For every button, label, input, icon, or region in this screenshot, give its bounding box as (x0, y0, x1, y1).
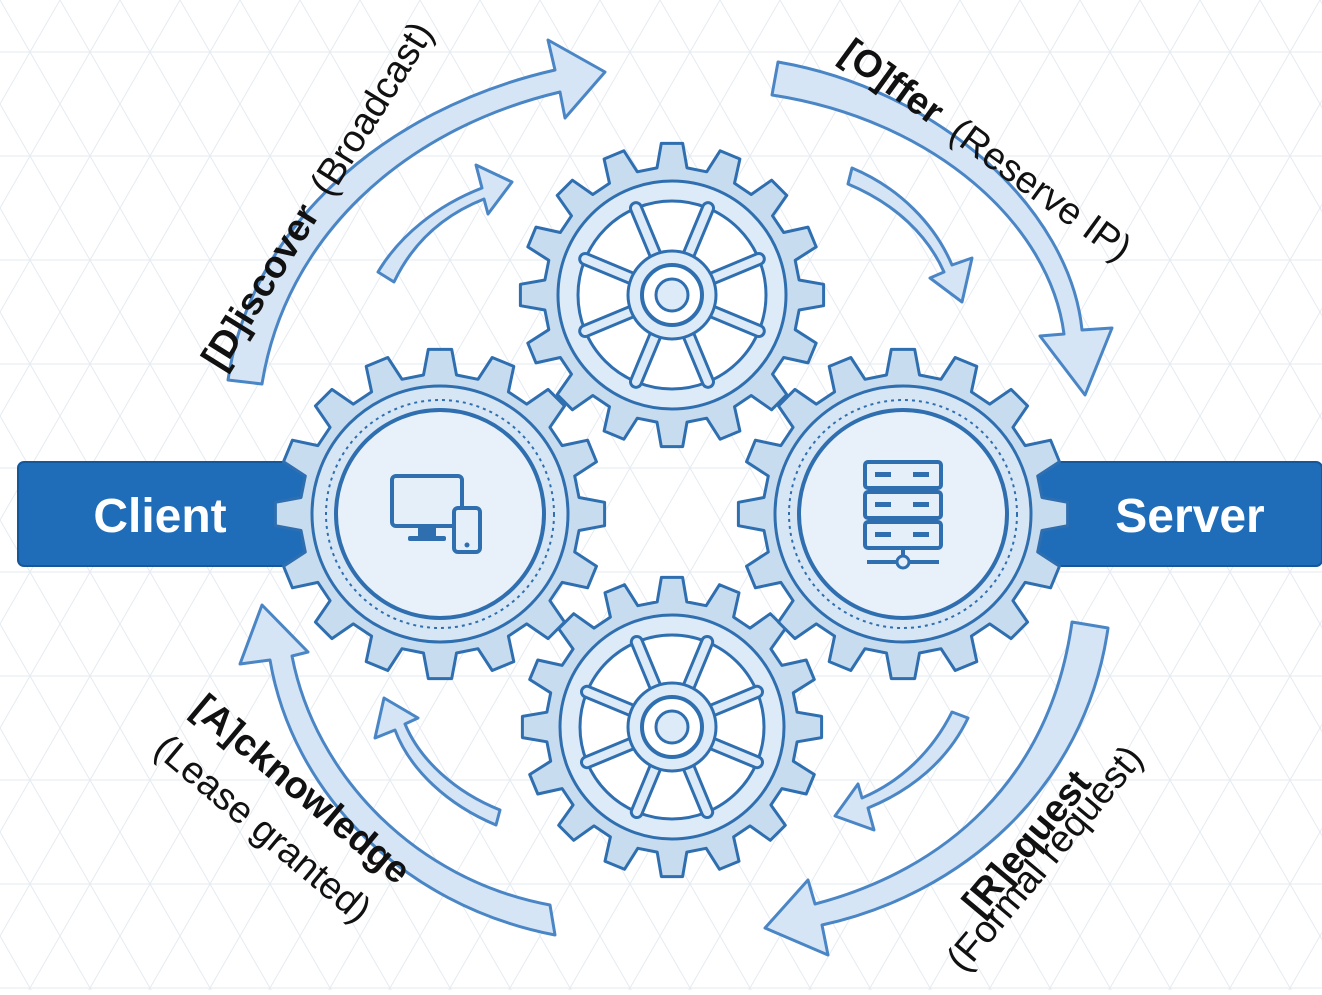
gears (273, 141, 1070, 879)
client-band: Client (17, 461, 319, 567)
devices-icon (390, 474, 482, 554)
server-rack-icon (863, 460, 943, 570)
gear-bottom-icon (520, 575, 824, 879)
arrow-offer-inner (846, 166, 974, 304)
arrow-request-inner (833, 710, 970, 832)
gear-top-icon (518, 141, 826, 449)
arrow-acknowledge-inner (373, 696, 502, 827)
server-label: Server (1115, 490, 1264, 543)
arrow-acknowledge-outer (238, 603, 557, 937)
arrow-request-outer (763, 620, 1110, 957)
arrow-discover-outer (226, 38, 607, 386)
client-label: Client (93, 490, 226, 543)
arrow-discover-inner (376, 163, 514, 284)
server-band: Server (999, 461, 1322, 567)
arrow-offer-outer (770, 60, 1114, 397)
